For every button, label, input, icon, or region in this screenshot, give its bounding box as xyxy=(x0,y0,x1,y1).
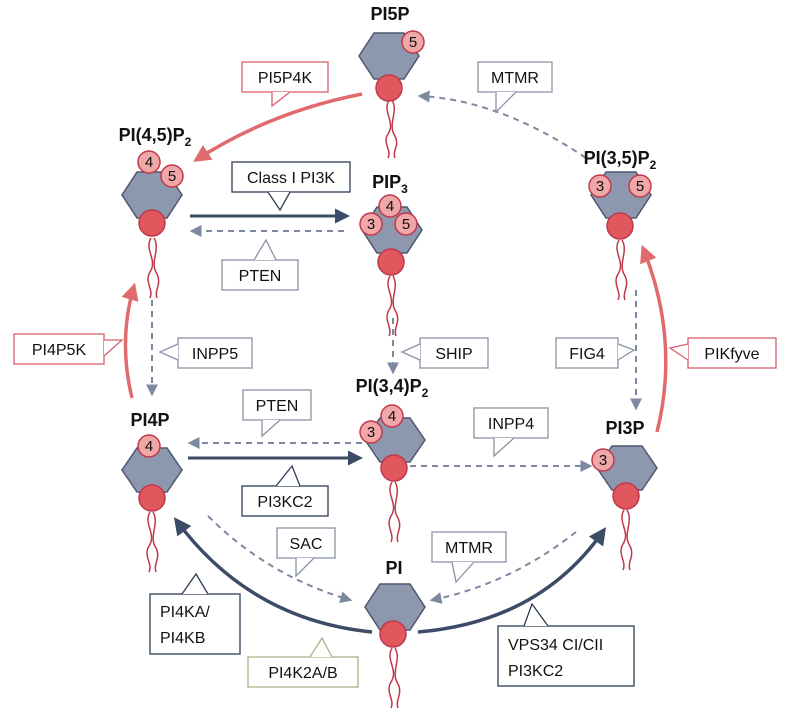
phosphate-5: 5 xyxy=(636,178,644,195)
pi45p2-label: PI(4,5)P2 xyxy=(119,125,192,149)
svg-text:PI3KC2: PI3KC2 xyxy=(257,494,312,511)
pip3-label: PIP3 xyxy=(372,172,408,196)
enzyme-pi4ka-pi4kb: PI4KA/ PI4KB xyxy=(149,572,241,655)
lipid-pi34p2: PI(3,4)P2 4 3 xyxy=(356,376,429,543)
phosphate-3: 3 xyxy=(596,178,604,195)
enzyme-pikfyve: PIKfyve xyxy=(668,337,777,369)
lipid-pi: PI xyxy=(364,558,426,709)
pi-label: PI xyxy=(385,558,402,578)
svg-text:SAC: SAC xyxy=(290,536,323,553)
svg-text:MTMR: MTMR xyxy=(445,540,493,557)
lipid-pi35p2: PI(3,5)P2 3 5 xyxy=(584,148,657,301)
svg-text:PI4KB: PI4KB xyxy=(160,630,205,647)
svg-text:PI5P4K: PI5P4K xyxy=(258,70,313,87)
enzyme-ship: SHIP xyxy=(400,337,489,369)
phosphate-5: 5 xyxy=(168,168,176,185)
svg-text:PI4P5K: PI4P5K xyxy=(32,342,87,359)
lipid-pip3: PIP3 4 3 5 xyxy=(359,172,423,337)
phosphate-4: 4 xyxy=(145,438,153,455)
enzyme-mtmr-top: MTMR xyxy=(477,61,553,114)
phosphate-4: 4 xyxy=(388,408,396,425)
pi3p-label: PI3P xyxy=(605,418,644,438)
phosphate-3: 3 xyxy=(367,424,375,441)
svg-text:PI3KC2: PI3KC2 xyxy=(508,663,563,680)
phosphate-3: 3 xyxy=(367,216,375,233)
enzyme-sac: SAC xyxy=(276,527,336,578)
enzyme-pi3kc2: PI3KC2 xyxy=(241,464,329,517)
phosphate-4: 4 xyxy=(145,154,153,171)
pi4p-label: PI4P xyxy=(130,410,169,430)
phosphate-4: 4 xyxy=(386,198,394,215)
svg-text:VPS34 CI/CII: VPS34 CI/CII xyxy=(508,637,603,654)
svg-text:PTEN: PTEN xyxy=(239,268,282,285)
enzyme-class-i-pi3k: Class I PI3K xyxy=(231,161,351,212)
enzyme-mtmr-bottom: MTMR xyxy=(431,531,507,584)
svg-text:INPP4: INPP4 xyxy=(488,416,534,433)
phosphate-5: 5 xyxy=(409,34,417,51)
lipid-pi4p: PI4P 4 xyxy=(121,410,183,573)
pi4ka-arrow xyxy=(173,517,373,634)
enzyme-pi4p5k: PI4P5K xyxy=(13,333,124,365)
lipid-pi5p: PI5P 5 xyxy=(358,4,425,159)
svg-text:FIG4: FIG4 xyxy=(569,346,605,363)
lipid-pi3p: PI3P 3 xyxy=(591,418,658,571)
svg-text:SHIP: SHIP xyxy=(435,346,472,363)
enzyme-pi4k2a: PI4K2A/B xyxy=(247,636,359,688)
enzyme-vps34: VPS34 CI/CII PI3KC2 xyxy=(497,602,635,687)
pi35p2-label: PI(3,5)P2 xyxy=(584,148,657,172)
mtmr-top-arrow xyxy=(417,90,587,159)
pi34p2-label: PI(3,4)P2 xyxy=(356,376,429,400)
enzyme-inpp5: INPP5 xyxy=(158,337,253,369)
svg-text:INPP5: INPP5 xyxy=(192,346,238,363)
pi5p4k-arrow xyxy=(193,92,363,162)
vps34-arrow xyxy=(417,527,606,634)
lipid-pi45p2: PI(4,5)P2 4 5 xyxy=(119,125,192,299)
sac-arrow xyxy=(207,515,353,604)
enzyme-pten-mid: PTEN xyxy=(242,389,312,438)
svg-text:MTMR: MTMR xyxy=(491,70,539,87)
svg-text:PI4KA/: PI4KA/ xyxy=(160,604,210,621)
enzyme-pi5p4k: PI5P4K xyxy=(241,61,329,108)
svg-text:Class I PI3K: Class I PI3K xyxy=(247,170,335,187)
mtmr-bottom-arrow xyxy=(429,531,577,604)
phosphate-5: 5 xyxy=(402,216,410,233)
enzyme-inpp4: INPP4 xyxy=(473,407,549,458)
pi5p-label: PI5P xyxy=(370,4,409,24)
svg-text:PTEN: PTEN xyxy=(256,398,299,415)
enzyme-fig4: FIG4 xyxy=(555,337,636,369)
pi4p5k-arrow xyxy=(121,282,139,399)
phosphate-3: 3 xyxy=(599,452,607,469)
svg-text:PIKfyve: PIKfyve xyxy=(704,346,759,363)
svg-text:PI4K2A/B: PI4K2A/B xyxy=(268,665,337,682)
pikfyve-arrow xyxy=(640,244,668,433)
enzyme-pten-top: PTEN xyxy=(221,238,299,291)
